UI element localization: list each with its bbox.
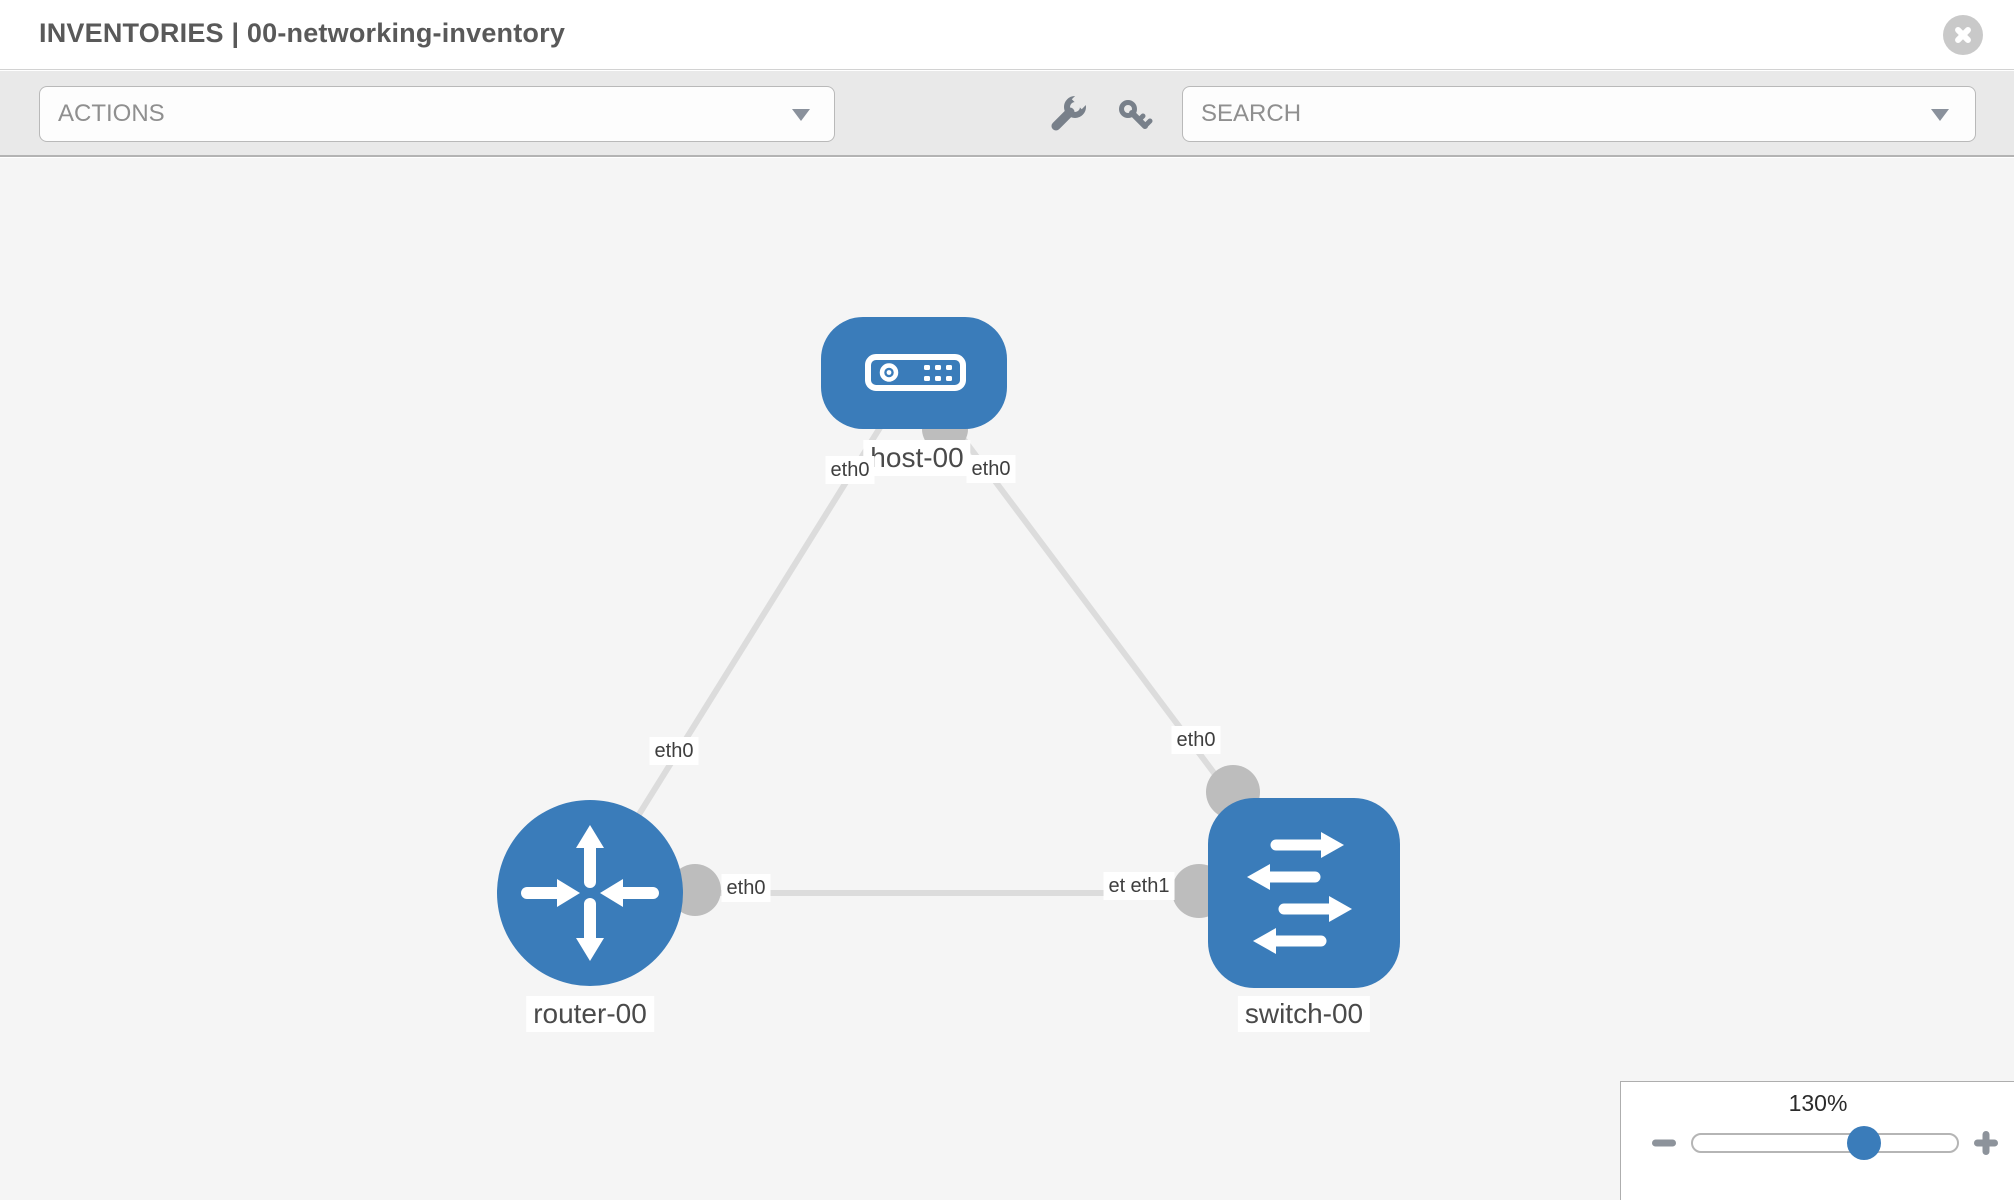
topology-toolbar: ACTIONS SEARCH xyxy=(0,71,2014,157)
node-label-router: router-00 xyxy=(526,996,654,1032)
router-arrows-icon xyxy=(521,825,659,961)
search-dropdown-label: SEARCH xyxy=(1201,100,1302,127)
node-switch-00[interactable] xyxy=(1208,798,1400,988)
zoom-slider-track[interactable] xyxy=(1691,1133,1959,1153)
chevron-down-icon xyxy=(1931,109,1949,121)
zoom-slider-handle[interactable] xyxy=(1847,1126,1881,1160)
page-title: INVENTORIES | 00-networking-inventory xyxy=(39,18,566,48)
interface-label: eth0 xyxy=(721,874,771,902)
topology-canvas[interactable]: host-00 router-00 switch-00 eth0 eth0 et… xyxy=(0,158,2014,1200)
minus-icon[interactable] xyxy=(1649,1128,1679,1158)
interface-label: eth0 xyxy=(825,456,875,484)
interface-label: eth1 xyxy=(1125,872,1175,900)
wrench-icon[interactable] xyxy=(1048,95,1088,135)
interface-label: eth0 xyxy=(966,455,1016,483)
actions-dropdown[interactable]: ACTIONS xyxy=(39,86,835,142)
zoom-control-panel: 130% xyxy=(1620,1081,2014,1200)
search-dropdown[interactable]: SEARCH xyxy=(1182,86,1976,142)
topology-links-layer xyxy=(587,371,1307,918)
server-icon xyxy=(865,354,966,391)
interface-label: eth0 xyxy=(1171,726,1221,754)
node-label-switch: switch-00 xyxy=(1237,996,1371,1032)
node-host-00[interactable] xyxy=(821,317,1007,429)
key-icon[interactable] xyxy=(1116,97,1154,135)
close-icon[interactable] xyxy=(1943,15,1983,55)
modal-header: INVENTORIES | 00-networking-inventory xyxy=(0,0,2014,70)
switch-arrows-icon xyxy=(1247,832,1352,954)
actions-dropdown-label: ACTIONS xyxy=(58,100,165,127)
interface-label: eth0 xyxy=(649,737,699,765)
zoom-level-value: 130% xyxy=(1788,1090,1848,1116)
plus-icon[interactable] xyxy=(1971,1128,2001,1158)
node-router-00[interactable] xyxy=(497,800,683,986)
node-label-host: host-00 xyxy=(863,440,971,476)
chevron-down-icon xyxy=(792,109,810,121)
